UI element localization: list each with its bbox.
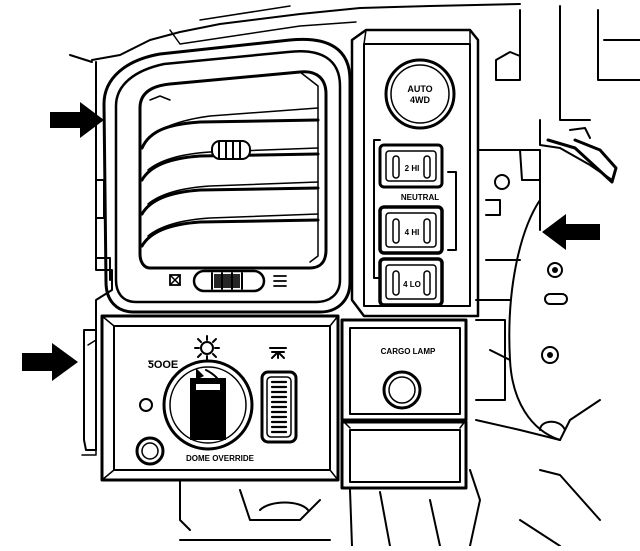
neutral-label: NEUTRAL [401, 193, 439, 202]
2hi-button[interactable]: 2 HI [378, 143, 444, 189]
panel-dimmer-icon [269, 347, 287, 359]
headlamp-knob[interactable] [162, 359, 254, 451]
arrow-vent [50, 102, 104, 138]
arrow-transfer-case [542, 214, 600, 250]
cargo-lamp-button[interactable] [382, 370, 422, 410]
panel-dimmer-wheel[interactable] [260, 370, 298, 444]
cargo-lamp-label: CARGO LAMP [381, 347, 436, 356]
4wd-switch-panel: AUTO 4WD 2 HI NEUTRAL 4 HI 4 [350, 28, 480, 318]
headlamp-switch-panel: ƼOOE D [100, 314, 340, 482]
arrow-headlamp [22, 343, 78, 381]
vent-thumbwheel[interactable] [192, 269, 266, 293]
vent-open-icon [273, 275, 287, 287]
4lo-button[interactable]: 4 LO [378, 257, 444, 307]
vent-louver-tab[interactable] [211, 140, 251, 160]
4hi-label: 4 HI [405, 228, 420, 237]
dome-lamp-symbol: ƼOOE [148, 359, 179, 371]
dome-override-button[interactable] [135, 436, 165, 466]
auto-4wd-button[interactable]: AUTO 4WD [384, 58, 456, 130]
indicator-lamp [139, 398, 153, 412]
headlamp-icon [194, 335, 220, 361]
4lo-label: 4 LO [403, 280, 421, 289]
auto-4wd-label-line1: AUTO [407, 84, 432, 94]
4hi-button[interactable]: 4 HI [378, 205, 444, 255]
auto-4wd-label-line2: 4WD [410, 95, 431, 105]
air-vent [102, 37, 352, 314]
vent-closed-icon [169, 274, 181, 286]
dash-structure [69, 3, 640, 547]
dome-override-label: DOME OVERRIDE [186, 454, 255, 463]
2hi-label: 2 HI [405, 164, 420, 173]
cargo-lamp-module: CARGO LAMP [340, 318, 468, 490]
